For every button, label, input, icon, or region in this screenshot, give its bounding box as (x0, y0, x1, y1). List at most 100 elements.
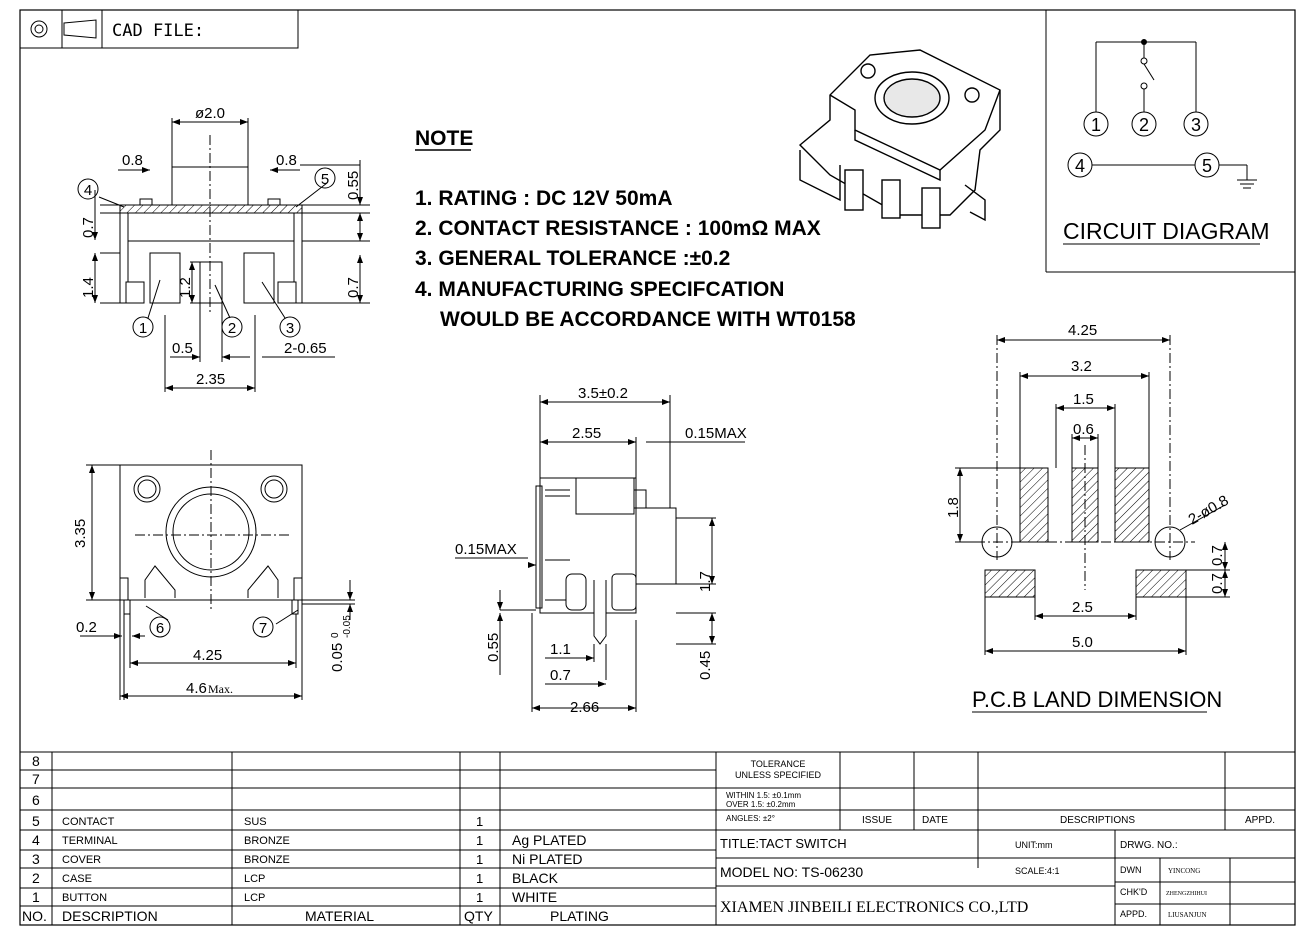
dim-right-0.8: 0.8 (276, 152, 297, 169)
descriptions-header: DESCRIPTIONS (1060, 815, 1135, 826)
company-name: XIAMEN JINBEILI ELECTRONICS CO.,LTD (720, 899, 1028, 916)
bom-row-5-desc: CONTACT (62, 816, 115, 828)
side-view-labels: 3.5±0.2 2.55 0.15MAX 0.15MAX 1.7 0.55 1.… (455, 385, 747, 716)
bom-row-2-desc: CASE (62, 873, 92, 885)
note-item-1: 1. RATING : DC 12V 50mA (415, 187, 673, 210)
callout-7-label: 7 (259, 620, 267, 637)
pcb-dim-hole-dia: 2-ø0.8 (1186, 492, 1232, 528)
dim-2-0.65: 2-0.65 (284, 340, 327, 357)
front-view-labels: ø2.0 0.8 0.8 0.55 0.7 1.4 1.2 0.7 0.5 2-… (77, 105, 362, 388)
dim-0.7-right: 0.7 (345, 277, 362, 298)
pcb-land-labels: 4.25 3.2 1.5 0.6 1.8 2-ø0.8 0.7 0.7 2.5 … (945, 322, 1232, 713)
bom-row-5-no: 5 (32, 813, 40, 829)
dim-0.55-side: 0.55 (485, 633, 502, 662)
dim-0.7-side: 0.7 (550, 667, 571, 684)
note-item-4-cont: WOULD BE ACCORDANCE WITH WT0158 (440, 308, 856, 331)
pcb-dim-4.25: 4.25 (1068, 322, 1097, 339)
bom-row-5-qty: 1 (476, 814, 483, 829)
circuit-pin-3 (1183, 111, 1209, 137)
bom-row-4-plating: Ag PLATED (512, 832, 586, 848)
approved-by-label: APPD. (1120, 909, 1147, 919)
dim-max-label: Max. (208, 682, 233, 696)
notes-block: NOTE 1. RATING : DC 12V 50mA 2. CONTACT … (415, 127, 856, 331)
dim-0.15max-top: 0.15MAX (685, 425, 747, 442)
note-item-4: 4. MANUFACTURING SPECIFCATION (415, 278, 784, 301)
dim-0.2: 0.2 (76, 619, 97, 636)
circuit-pin-1 (1083, 111, 1109, 137)
callout-2-label: 2 (228, 320, 236, 337)
unit-label: UNIT:mm (1015, 840, 1053, 850)
callout-3-label: 3 (286, 320, 294, 337)
pcb-dim-1.8: 1.8 (945, 497, 962, 518)
bom-row-1-plating: WHITE (512, 889, 557, 905)
dim-4.25: 4.25 (193, 647, 222, 664)
pcb-land-view (955, 335, 1230, 655)
bom-header-plating: PLATING (550, 908, 609, 924)
bom-header-no: NO. (22, 908, 47, 924)
bom-row-2-no: 2 (32, 870, 40, 886)
dim-0.5: 0.5 (172, 340, 193, 357)
bom-row-1-qty: 1 (476, 890, 483, 905)
model-number: MODEL NO: TS-06230 (720, 864, 863, 880)
bom-row-3-plating: Ni PLATED (512, 851, 583, 867)
tolerance-within: WITHIN 1.5: ±0.1mm (726, 791, 801, 800)
title-block-text: TOLERANCE UNLESS SPECIFIED WITHIN 1.5: ±… (720, 759, 1275, 919)
scale-label: SCALE:4:1 (1015, 866, 1060, 876)
ground-icon (1237, 165, 1257, 189)
dim-tol-lower: -0.05 (342, 615, 353, 638)
bom-row-2-plating: BLACK (512, 870, 559, 886)
title-block (20, 751, 1295, 925)
appd-header: APPD. (1245, 815, 1275, 826)
pcb-dim-0.7-lower: 0.7 (1209, 573, 1226, 594)
dim-2.66: 2.66 (570, 699, 599, 716)
dim-0.05: 0.05 (329, 643, 346, 672)
pcb-dim-2.5: 2.5 (1072, 599, 1093, 616)
pcb-dim-0.7-upper: 0.7 (1209, 545, 1226, 566)
dim-button-dia: ø2.0 (195, 105, 225, 122)
checked-by-name: ZHENGZHIHUI (1166, 891, 1207, 897)
dim-1.2: 1.2 (177, 277, 194, 298)
dim-2.55: 2.55 (572, 425, 601, 442)
tolerance-label: TOLERANCE (751, 759, 806, 769)
pcb-dim-0.6: 0.6 (1073, 421, 1094, 438)
bom-header-material: MATERIAL (305, 908, 374, 924)
callout-6 (149, 616, 171, 638)
approved-by-name: LIUSANJUN (1168, 911, 1207, 919)
checked-by-label: CHK'D (1120, 887, 1148, 897)
callout-7 (252, 616, 274, 638)
circuit-pin-1-label: 1 (1091, 115, 1101, 135)
projection-symbol-icon (30, 19, 97, 39)
dim-4.6: 4.6 (186, 680, 207, 697)
note-title: NOTE (415, 127, 473, 150)
bom-row-1-desc: BUTTON (62, 892, 107, 904)
bom-row-5-material: SUS (244, 816, 267, 828)
pcb-dim-1.5: 1.5 (1073, 391, 1094, 408)
tolerance-angles: ANGLES: ±2° (726, 814, 775, 823)
dim-tol-upper: 0 (330, 632, 341, 638)
circuit-pin-3-label: 3 (1191, 115, 1201, 135)
note-item-3: 3. GENERAL TOLERANCE :±0.2 (415, 247, 730, 270)
dim-3.35: 3.35 (72, 519, 89, 548)
dim-left-0.8: 0.8 (122, 152, 143, 169)
pcb-dim-5.0: 5.0 (1072, 634, 1093, 651)
callout-1-label: 1 (139, 320, 147, 337)
bom-table: 8 7 6 5 CONTACT SUS 1 4 TERMINAL BRONZE … (22, 753, 609, 924)
circuit-diagram: 1 2 3 4 5 CIRCUIT DIAGRAM (1045, 10, 1295, 273)
sheet-border (19, 9, 1296, 926)
callout-5 (314, 167, 336, 189)
bom-row-2-material: LCP (244, 873, 265, 885)
dim-0.45: 0.45 (697, 651, 714, 680)
front-view (92, 118, 370, 392)
bom-row-3-material: BRONZE (244, 854, 290, 866)
drawn-by-name: YINCONG (1168, 867, 1200, 875)
bom-row-4-qty: 1 (476, 833, 483, 848)
dim-2.35: 2.35 (196, 371, 225, 388)
bom-row-1-material: LCP (244, 892, 265, 904)
bom-row-7-no: 7 (32, 771, 40, 787)
callout-6-label: 6 (156, 620, 164, 637)
tolerance-over: OVER 1.5: ±0.2mm (726, 800, 796, 809)
circuit-pin-2 (1131, 111, 1157, 137)
drawn-by-label: DWN (1120, 865, 1142, 875)
top-view (80, 450, 355, 700)
